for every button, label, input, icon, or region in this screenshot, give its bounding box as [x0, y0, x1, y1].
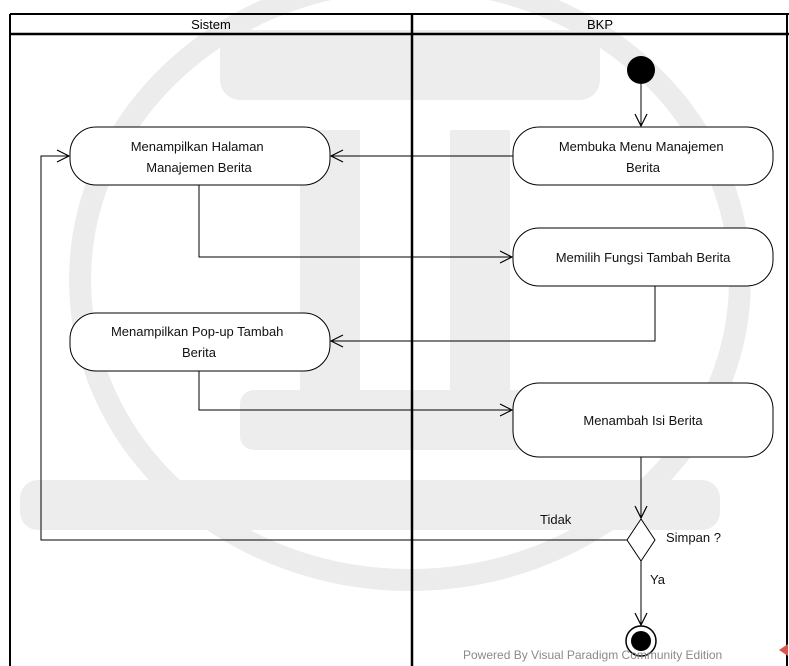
- activity-text: Manajemen Berita: [146, 160, 252, 175]
- powered-by-footer: Powered By Visual Paradigm Community Edi…: [463, 648, 722, 662]
- svg-text:Menampilkan Halaman Mana: Menampilkan Halaman Manajemen Berita: [131, 139, 268, 175]
- flow-decision-tidak: [40, 156, 627, 541]
- activity-tampil-halaman: Menampilkan Halaman Manajemen Berita: [69, 126, 331, 186]
- activity-tambah-isi: Menambah Isi Berita: [512, 382, 774, 458]
- initial-node: [627, 56, 655, 84]
- activity-text: Berita: [626, 160, 661, 175]
- guard-label-tidak: Tidak: [540, 512, 572, 527]
- svg-text:Memilih Fungsi Tambah Berita: Memilih Fungsi Tambah Berita: [556, 250, 731, 265]
- guard-label-ya: Ya: [650, 572, 666, 587]
- visual-paradigm-logo-icon: [779, 644, 788, 656]
- activity-text: Membuka Menu Manajemen: [559, 139, 724, 154]
- swimlane-header-bkp: BKP: [587, 17, 613, 32]
- activity-text: Menampilkan Halaman: [131, 139, 264, 154]
- activity-tampil-popup: Menampilkan Pop-up Tambah Berita: [69, 312, 331, 372]
- flow-halaman-to-fungsi: [198, 185, 512, 257]
- decision-label: Simpan ?: [666, 530, 721, 545]
- activity-text: Memilih Fungsi Tambah Berita: [556, 250, 731, 265]
- decision-node: [626, 518, 656, 562]
- swimlane-frame: [9, 13, 789, 666]
- svg-text:Membuka Menu Manajemen B: Membuka Menu Manajemen Berita: [559, 139, 727, 175]
- activity-membuka-menu: Membuka Menu Manajemen Berita: [512, 126, 774, 186]
- svg-text:Menambah Isi Berita: Menambah Isi Berita: [583, 413, 703, 428]
- final-node: [625, 625, 657, 657]
- activity-text: Menambah Isi Berita: [583, 413, 703, 428]
- activity-text: Berita: [182, 345, 217, 360]
- flow-fungsi-to-popup: [331, 286, 656, 341]
- svg-text:Menampilkan Pop-up Tambah: Menampilkan Pop-up Tambah Berita: [111, 324, 287, 360]
- activity-pilih-fungsi: Memilih Fungsi Tambah Berita: [512, 227, 774, 287]
- flow-popup-to-tambah: [198, 371, 512, 410]
- swimlane-header-sistem: Sistem: [191, 17, 231, 32]
- activity-text: Menampilkan Pop-up Tambah: [111, 324, 283, 339]
